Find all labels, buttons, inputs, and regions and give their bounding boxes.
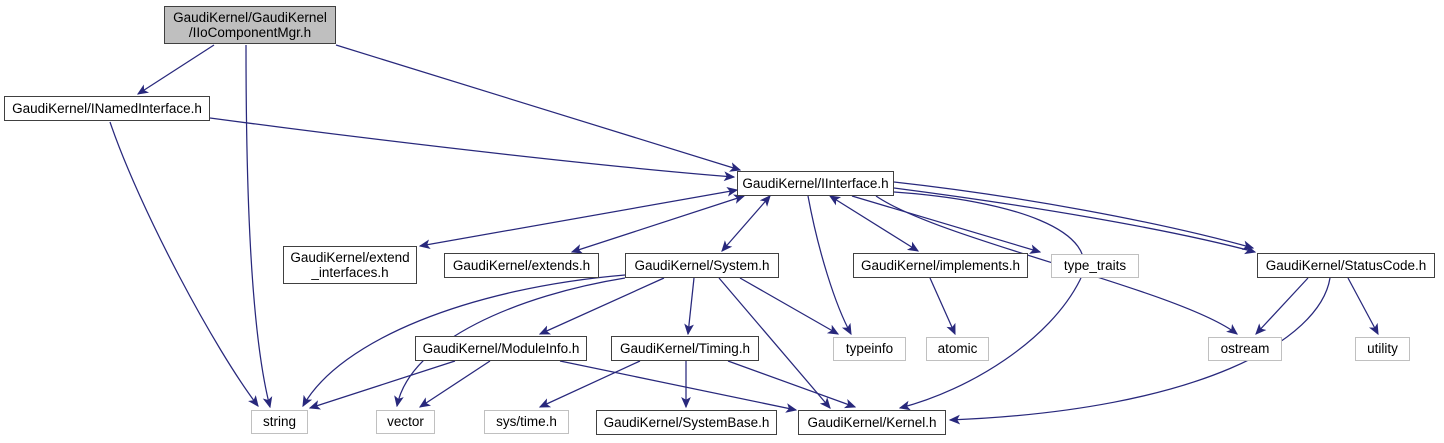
edge-system-to-moduleinfo	[538, 277, 665, 335]
edge-iinterface-to-extends	[570, 194, 746, 254]
node-systime[interactable]: sys/time.h	[484, 410, 569, 434]
edge-inamed-to-iinterface	[209, 117, 736, 182]
edge-iinterface-to-kernel	[893, 191, 1085, 411]
edge-inamed-to-string	[109, 121, 259, 407]
node-utility[interactable]: utility	[1355, 337, 1410, 361]
node-vector[interactable]: vector	[376, 410, 435, 434]
edge-system-to-timing	[684, 277, 695, 336]
edge-iinterface-to-typetraits	[851, 195, 1042, 254]
node-extends[interactable]: GaudiKernel/extends.h	[444, 253, 599, 278]
node-kernel[interactable]: GaudiKernel/Kernel.h	[798, 410, 946, 435]
edge-timing-to-kernel	[727, 360, 857, 409]
node-statuscode[interactable]: GaudiKernel/StatusCode.h	[1257, 253, 1435, 278]
node-typeinfo[interactable]: typeinfo	[833, 337, 906, 361]
edge-moduleinfo-to-vector	[418, 360, 491, 408]
node-systembase[interactable]: GaudiKernel/SystemBase.h	[596, 410, 777, 435]
edge-timing-to-systime	[538, 360, 641, 408]
node-ostream[interactable]: ostream	[1208, 337, 1282, 361]
edge-statuscode-to-kernel	[948, 277, 1331, 425]
edge-system-to-vector	[394, 277, 626, 408]
edge-iinterface-to-extendint	[418, 186, 739, 250]
edge-system-to-typeinfo	[739, 277, 840, 335]
edge-moduleinfo-to-string	[308, 360, 456, 410]
edge-statuscode-to-ostream	[1255, 277, 1309, 335]
node-system[interactable]: GaudiKernel/System.h	[625, 253, 779, 278]
node-string[interactable]: string	[251, 410, 308, 434]
edge-system-to-string	[302, 274, 626, 408]
edge-iinterface-to-system	[721, 195, 771, 252]
edge-moduleinfo-to-kernel	[559, 360, 798, 413]
node-root[interactable]: GaudiKernel/GaudiKernel /IIoComponentMgr…	[164, 6, 336, 44]
edge-iinterface-to-statuscode	[893, 187, 1257, 255]
node-extendint[interactable]: GaudiKernel/extend _interfaces.h	[283, 246, 417, 284]
edge-iinterface-to-statuscode	[893, 181, 1255, 251]
node-typetraits[interactable]: type_traits	[1051, 254, 1139, 278]
edge-iinterface-to-typeinfo	[807, 195, 852, 336]
edge-system-to-kernel	[718, 277, 831, 409]
node-timing[interactable]: GaudiKernel/Timing.h	[611, 336, 759, 361]
edge-root-to-string	[245, 44, 273, 409]
edge-root-to-inamed	[136, 44, 215, 95]
edge-implements-to-atomic	[929, 277, 956, 336]
node-implements[interactable]: GaudiKernel/implements.h	[853, 253, 1028, 278]
node-atomic[interactable]: atomic	[926, 337, 989, 361]
edge-root-to-iinterface	[335, 44, 742, 172]
node-inamed[interactable]: GaudiKernel/INamedInterface.h	[4, 96, 210, 121]
edge-statuscode-to-utility	[1347, 277, 1379, 336]
edge-iinterface-to-implements	[828, 195, 920, 252]
node-moduleinfo[interactable]: GaudiKernel/ModuleInfo.h	[415, 336, 587, 361]
node-iinterface[interactable]: GaudiKernel/IInterface.h	[737, 171, 894, 196]
